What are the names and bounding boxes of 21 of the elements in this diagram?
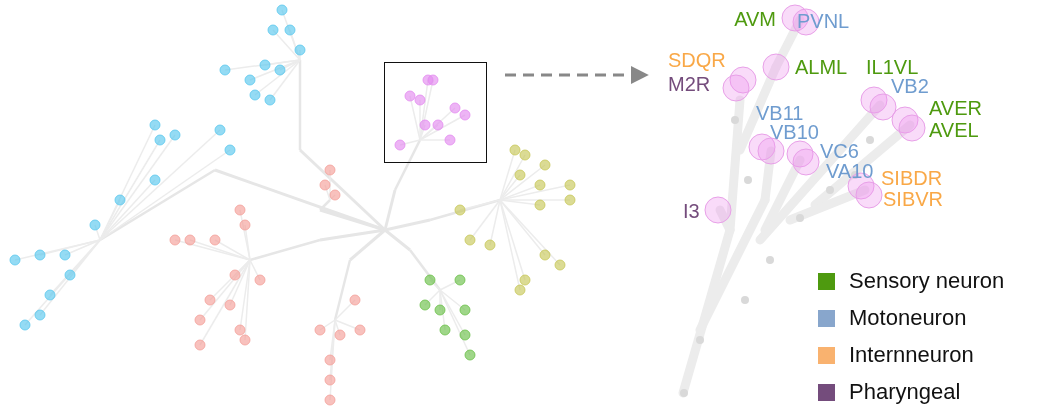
neuron-label: AVM	[734, 9, 776, 29]
legend-text: Sensory neuron	[849, 269, 1005, 293]
arrow	[505, 66, 649, 84]
neuron-label: VB10	[770, 122, 819, 142]
neuron-label: SDQR	[668, 50, 726, 70]
neuron-label: VB11	[756, 103, 804, 123]
legend-text: Motoneuron	[849, 306, 967, 330]
legend-text: Internneuron	[849, 343, 974, 367]
neuron-label: ALML	[795, 57, 848, 77]
neuron-label: VA10	[826, 161, 874, 181]
neuron-label: AVEL	[929, 120, 979, 140]
neuron-label: VB2	[891, 76, 929, 96]
neuron-label: M2R	[668, 74, 711, 94]
neuron-label: IL1VL	[866, 57, 919, 77]
neuron-label: SIBVR	[883, 189, 944, 209]
neuron-label: I3	[683, 201, 700, 221]
neuron-label: SIBDR	[881, 168, 943, 188]
neuron-label: VC6	[820, 141, 859, 161]
zoom-frame	[384, 62, 487, 163]
legend-text: Pharyngeal	[849, 380, 961, 404]
neuron-label: AVER	[929, 98, 982, 118]
